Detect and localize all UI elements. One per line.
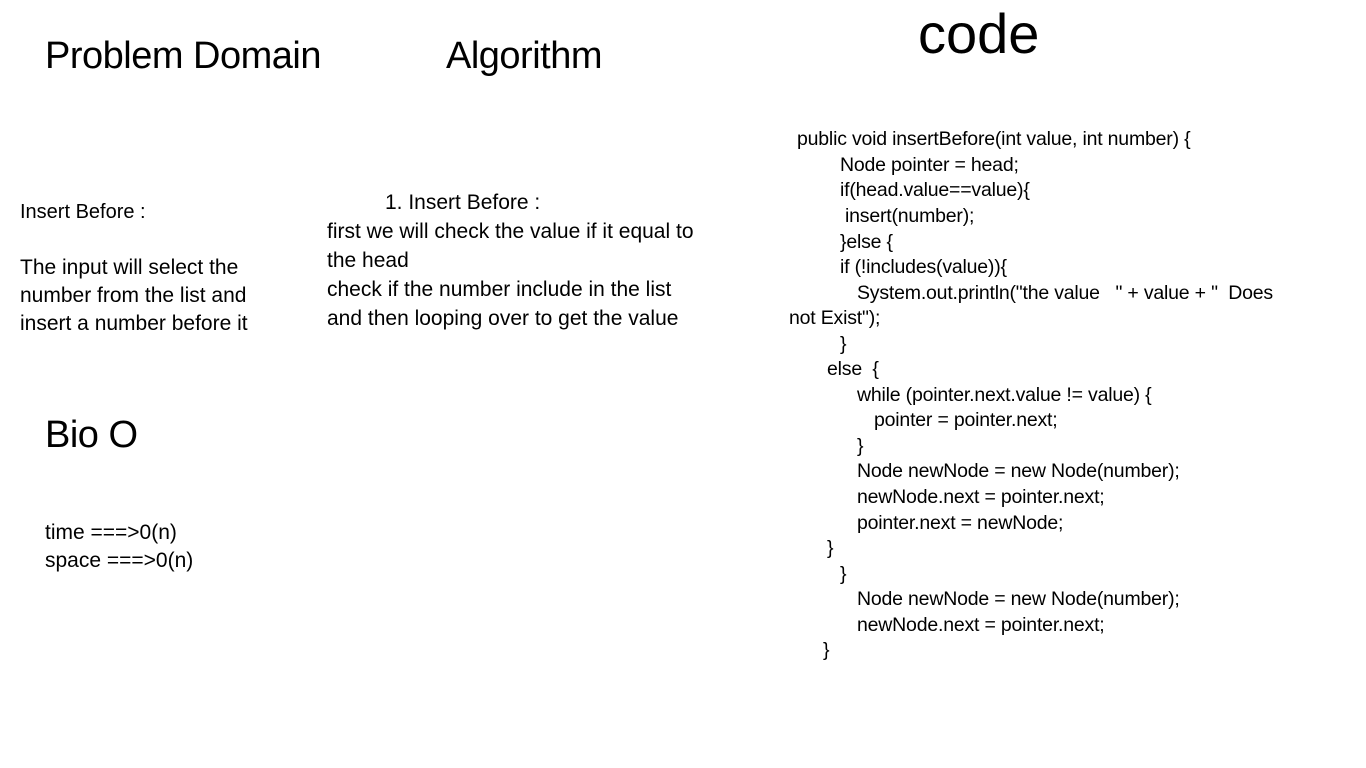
big-o-time: time ===>0(n) [45,521,177,544]
code-line-17: } [827,537,834,559]
code-line-13: } [857,435,864,457]
code-line-16: pointer.next = newNode; [857,512,1064,534]
algorithm-line-1: first we will check the value if it equa… [327,220,694,243]
code-line-3: if(head.value==value){ [840,179,1030,201]
code-line-7: System.out.println("the value " + value … [857,282,1273,304]
code-line-8: not Exist"); [789,307,881,329]
algorithm-line-3: check if the number include in the list [327,278,672,301]
code-line-6: if (!includes(value)){ [840,256,1007,278]
big-o-space: space ===>0(n) [45,549,194,572]
code-title: code [918,2,1040,65]
problem-domain-heading: Insert Before : [20,201,146,223]
algorithm-step-heading: 1. Insert Before : [385,191,541,214]
code-line-10: else { [827,358,879,380]
code-line-21: } [823,639,830,661]
code-line-1: public void insertBefore(int value, int … [797,128,1191,150]
algorithm-line-4: and then looping over to get the value [327,307,679,330]
algorithm-line-2: the head [327,249,409,272]
problem-domain-line-3: insert a number before it [20,312,248,335]
code-line-5: }else { [840,231,893,253]
problem-domain-line-1: The input will select the [20,256,239,279]
code-line-4: insert(number); [845,205,975,227]
code-line-18: } [840,563,847,585]
code-line-2: Node pointer = head; [840,154,1019,176]
problem-domain-title: Problem Domain [45,35,322,77]
code-line-11: while (pointer.next.value != value) { [857,384,1152,406]
code-line-9: } [840,333,847,355]
code-line-20: newNode.next = pointer.next; [857,614,1105,636]
code-line-12: pointer = pointer.next; [874,409,1058,431]
problem-domain-line-2: number from the list and [20,284,247,307]
big-o-title: Bio O [45,414,138,456]
code-line-15: newNode.next = pointer.next; [857,486,1105,508]
code-line-14: Node newNode = new Node(number); [857,460,1180,482]
algorithm-title: Algorithm [446,35,603,77]
code-line-19: Node newNode = new Node(number); [857,588,1180,610]
